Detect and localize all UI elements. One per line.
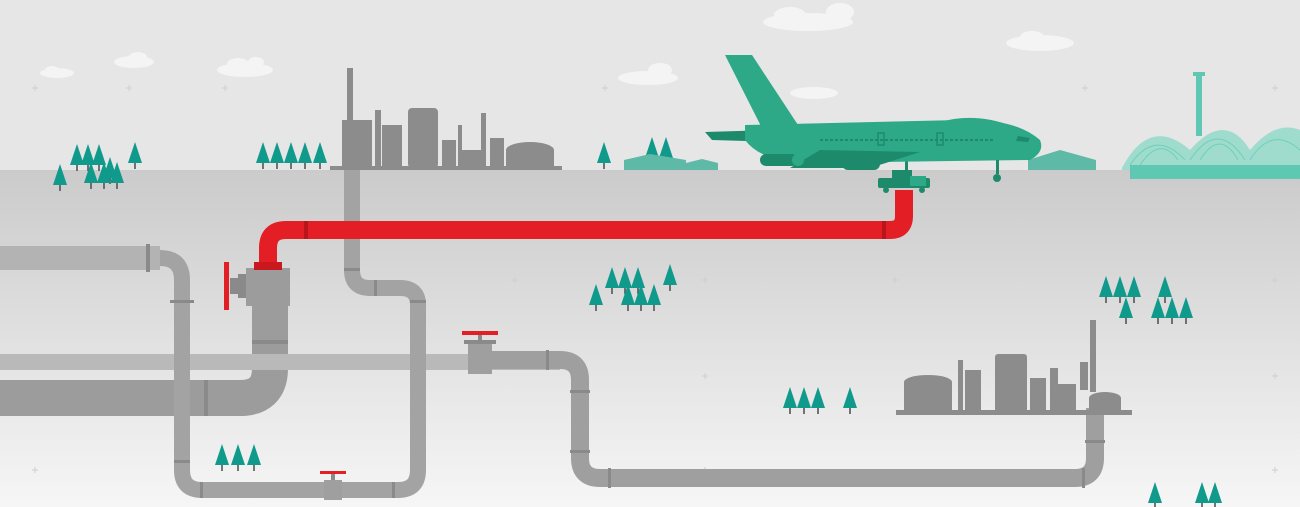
hydrant-truck-icon <box>878 160 930 193</box>
grid-markers <box>32 85 1278 473</box>
fuel-pipe-red <box>254 190 913 270</box>
valve-icon <box>224 262 290 310</box>
refinery-icon <box>330 68 562 170</box>
airplane-icon <box>705 55 1042 182</box>
valve-icon-bottom <box>320 471 346 500</box>
hangar-icon <box>624 150 1096 170</box>
pipe-network-grey <box>0 170 1104 498</box>
pipe-joints <box>146 244 1105 498</box>
terminal-icon <box>1122 72 1300 179</box>
valve-icon-right <box>462 331 498 374</box>
sky <box>0 0 1300 170</box>
ground <box>0 170 1300 507</box>
cloud-icon <box>40 3 1074 99</box>
refinery-icon-right <box>896 320 1132 415</box>
